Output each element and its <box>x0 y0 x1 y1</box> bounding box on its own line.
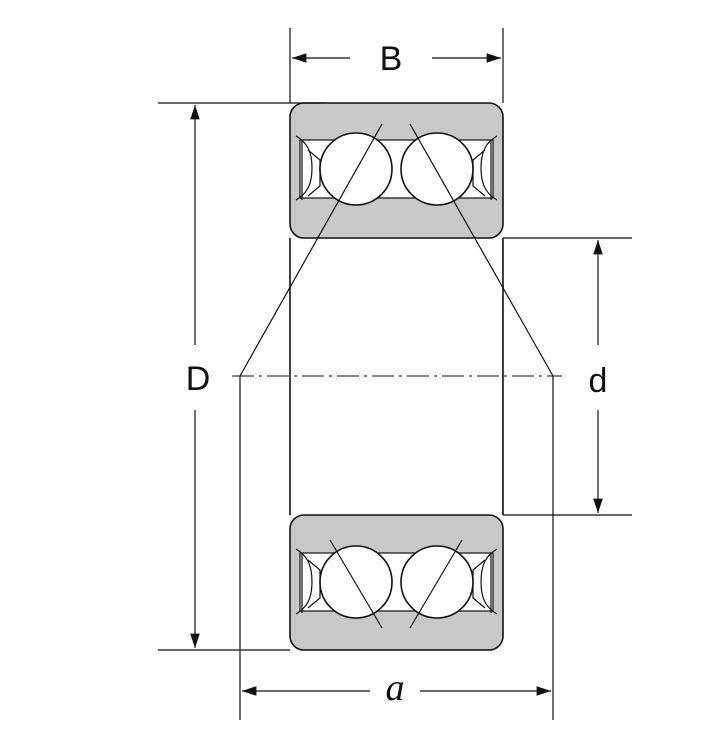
bottom-ring-section <box>289 514 504 651</box>
contact-angle-lines <box>239 123 554 629</box>
ball <box>319 545 393 619</box>
ball <box>400 132 474 206</box>
dimension-d-outer: D <box>158 102 325 651</box>
dimension-a: a <box>239 376 554 720</box>
label-d-outer: D <box>186 360 211 398</box>
top-ring-section <box>289 102 504 239</box>
bearing-body <box>289 238 504 515</box>
dimension-b: B <box>289 28 504 103</box>
dimension-d-bore: d <box>503 237 632 516</box>
label-a: a <box>386 667 405 709</box>
label-b: B <box>380 40 403 78</box>
label-d-bore: d <box>589 362 608 400</box>
